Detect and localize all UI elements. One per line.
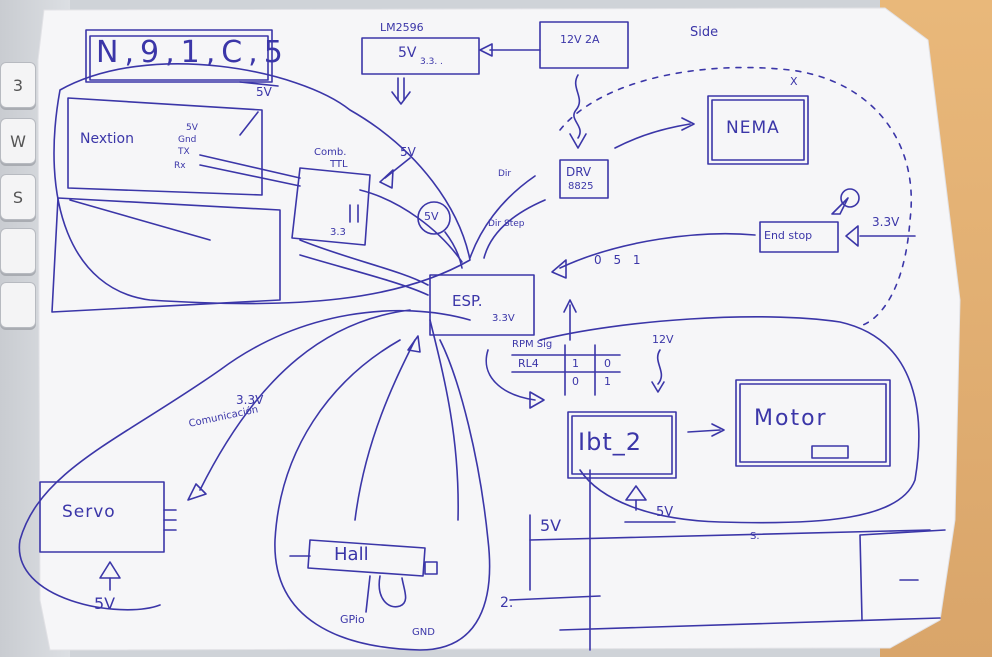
esp-label: ESP. bbox=[452, 292, 483, 310]
end-stop-label: End stop bbox=[764, 229, 813, 242]
hall-box bbox=[307, 539, 426, 577]
keyboard-key-s: S bbox=[0, 174, 36, 220]
esp-signal-label: 0 5 1 bbox=[594, 253, 645, 267]
esp-box bbox=[429, 274, 535, 336]
top-left-scribble-label: N,9,1,C,5 bbox=[96, 35, 289, 70]
gnd-label: GND bbox=[412, 627, 435, 638]
lm2596-box-sublabel: 3.3. . bbox=[420, 57, 443, 67]
combi-5v-label: 5V bbox=[400, 145, 416, 159]
drv8825-box bbox=[559, 159, 609, 199]
circle-5v-label: 5V bbox=[424, 210, 439, 223]
servo-box bbox=[39, 481, 165, 553]
servo-5v-label: 5V bbox=[94, 594, 116, 613]
hall-region-outline bbox=[274, 339, 491, 651]
relay-value: 0 bbox=[572, 375, 579, 388]
v12-label: 12V bbox=[652, 333, 674, 346]
nextion-box bbox=[67, 97, 263, 196]
nextion-label: Nextion bbox=[80, 131, 134, 147]
nema-box bbox=[711, 99, 805, 161]
five-volt-top-label: 5V bbox=[256, 85, 272, 99]
side-label: Side bbox=[690, 25, 719, 40]
bottom-s-label: S. bbox=[750, 531, 760, 542]
keyboard-key-3: 3 bbox=[0, 62, 36, 108]
ttl-label: TTL bbox=[330, 159, 348, 170]
ibt2-box bbox=[567, 411, 677, 479]
relay-value: 1 bbox=[572, 357, 579, 370]
hall-label: Hall bbox=[334, 544, 369, 565]
ibt2-5v-label: 5V bbox=[656, 505, 674, 520]
combi-label: Comb. bbox=[314, 147, 347, 158]
lm2596-label: LM2596 bbox=[380, 21, 424, 34]
keyboard-key bbox=[0, 282, 36, 328]
motor-region-outline bbox=[539, 316, 920, 524]
drv-sublabel: 8825 bbox=[568, 181, 594, 192]
stepper-region-outline bbox=[559, 66, 912, 327]
nextion-pin-gnd: Gnd bbox=[178, 135, 197, 145]
lm2596-box-label: 5V bbox=[398, 45, 417, 61]
end-stop-box bbox=[759, 221, 839, 253]
nextion-region-outline bbox=[53, 63, 471, 305]
nextion-pin-rx: Rx bbox=[174, 161, 186, 171]
ibt2-label: Ibt_2 bbox=[578, 428, 642, 456]
nextion-pin-tx: TX bbox=[178, 147, 190, 157]
dir-label: Dir bbox=[498, 169, 512, 179]
end-stop-33-label: 3.3V bbox=[872, 215, 900, 229]
ttl-converter-box bbox=[291, 167, 371, 246]
bottom-5v-label: 5V bbox=[540, 516, 562, 535]
relay-value: 0 bbox=[604, 357, 611, 370]
relay-label: RL4 bbox=[518, 357, 539, 370]
relay-value: 1 bbox=[604, 375, 611, 388]
step-label: Dir Step bbox=[488, 219, 525, 229]
nextion-pin-5v: 5V bbox=[186, 123, 198, 133]
keyboard-key-w: W bbox=[0, 118, 36, 164]
servo-label: Servo bbox=[62, 502, 116, 522]
x-label: X bbox=[790, 75, 798, 88]
esp-sublabel: 3.3V bbox=[492, 313, 515, 324]
bottom-2-label: 2. bbox=[500, 595, 514, 611]
supply-12v-label: 12V 2A bbox=[560, 33, 600, 46]
supply-12v-box bbox=[539, 21, 629, 69]
lm2596-box bbox=[361, 37, 480, 75]
nema-label: NEMA bbox=[726, 118, 780, 138]
gpio-label: GPio bbox=[340, 613, 365, 626]
motor-box bbox=[739, 383, 887, 463]
servo-region-outline bbox=[18, 309, 471, 611]
drv-label: DRV bbox=[566, 165, 592, 179]
keyboard-key bbox=[0, 228, 36, 274]
servo-33-label: 3.3V bbox=[236, 393, 264, 407]
bottom-right-box bbox=[859, 529, 946, 621]
top-left-scribble-box bbox=[85, 29, 273, 83]
motor-label: Motor bbox=[754, 406, 828, 431]
combi-33-label: 3.3 bbox=[330, 227, 346, 238]
paper bbox=[37, 7, 961, 651]
rpm-label: RPM Sig bbox=[512, 339, 553, 350]
